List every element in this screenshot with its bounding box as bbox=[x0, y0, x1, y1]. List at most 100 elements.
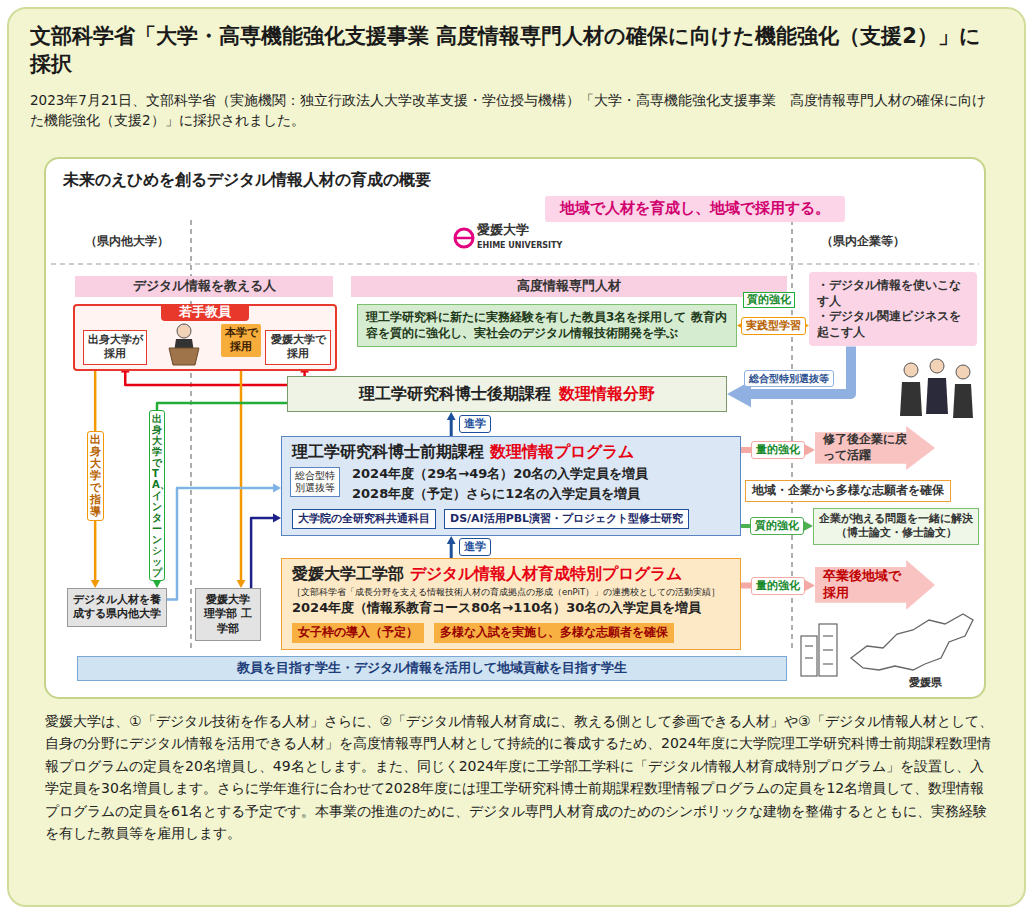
person-head bbox=[930, 359, 944, 373]
building-illustration bbox=[801, 624, 837, 676]
person-head bbox=[956, 365, 970, 379]
edge-label: 出身大学で指導 bbox=[87, 431, 104, 522]
logo-ring bbox=[455, 229, 473, 247]
node-text: 教員を目指す学生・デジタル情報を活用して地域貢献を目指す学生 bbox=[81, 660, 783, 677]
people-illustration bbox=[900, 359, 973, 418]
edge-label: 量的強化 bbox=[751, 441, 805, 459]
outcome-arrow: 修了後企業に戻って活躍 bbox=[815, 426, 935, 470]
window-line bbox=[805, 657, 813, 658]
outcome-arrow: 卒業後地域で採用 bbox=[815, 560, 935, 610]
policy-tag: 多様な入試を実施し、多様な志願者を確保 bbox=[434, 623, 674, 643]
master-box: 理工学研究科博士前期課程数理情報プログラム 2024年度（29名→49名）20名の… bbox=[281, 436, 741, 536]
hire-box: 愛媛大学で採用 bbox=[265, 330, 331, 365]
connector bbox=[450, 542, 453, 558]
arrowhead bbox=[273, 514, 281, 523]
node-text: DS/AI活用PBL演習・プロジェクト型修士研究 bbox=[450, 512, 683, 526]
node-text: （博士論文・修士論文） bbox=[817, 526, 975, 540]
node-text: デジタル情報を教える人 bbox=[77, 278, 331, 295]
note-box: 企業が抱える問題を一緒に解決（博士論文・修士論文） bbox=[813, 508, 979, 545]
logo-mark bbox=[455, 229, 473, 247]
young-faculty-box: 若手教員出身大学が採用本学で採用愛媛大学で採用 bbox=[73, 304, 337, 371]
note-label: 愛媛大学 bbox=[477, 222, 529, 239]
hire-tag: 本学で採用 bbox=[221, 324, 261, 357]
node-text: 2024年度（情報系教育コース80名→110名）30名の入学定員を増員 bbox=[292, 600, 730, 617]
arrowhead bbox=[447, 412, 456, 420]
arrowhead bbox=[447, 536, 456, 544]
connector bbox=[450, 418, 453, 436]
building bbox=[819, 624, 837, 676]
node-text: ・デジタル情報を使いこなす人 bbox=[817, 278, 969, 309]
person-body bbox=[953, 384, 973, 418]
doctoral-box: 理工学研究科博士後期課程数理情報分野 bbox=[287, 376, 727, 412]
overview-panel: 未来のえひめを創るデジタル情報人材の育成の概要地域で人材を育成し、地域で採用する… bbox=[45, 158, 985, 698]
admission-tag: 総合型特別選抜等 bbox=[290, 467, 340, 497]
node-text: 女子枠の導入（予定） bbox=[298, 625, 418, 641]
node-text: ・デジタル関連ビジネスを起こす人 bbox=[817, 309, 969, 340]
building bbox=[801, 636, 817, 676]
node-text: デジタル情報人材育成特別プログラム bbox=[410, 564, 682, 585]
node-text: 出身大学が採用 bbox=[87, 333, 143, 362]
slogan-banner: 地域で人材を育成し、地域で採用する。 bbox=[545, 196, 845, 222]
panel-art bbox=[45, 158, 985, 698]
person-body bbox=[926, 378, 948, 414]
connector bbox=[167, 488, 275, 600]
arrowhead bbox=[91, 580, 100, 588]
node-text: 高度情報専門人材 bbox=[353, 278, 785, 295]
note-box: 地域・企業から多様な志願者を確保 bbox=[745, 480, 951, 502]
policy-tag: 女子枠の導入（予定） bbox=[292, 623, 424, 643]
edge-label: 実践型学習 bbox=[741, 317, 806, 335]
target-box: ・デジタル情報を使いこなす人・デジタル関連ビジネスを起こす人 bbox=[809, 272, 977, 346]
note-label: （県内企業等） bbox=[821, 234, 905, 250]
node-text: 愛媛大学で採用 bbox=[269, 333, 327, 362]
undergrad-box: 愛媛大学工学部デジタル情報人材育成特別プログラム ［文部科学省「成長分野を支える情… bbox=[281, 558, 741, 650]
faculty-note-box: 理工学研究科に新たに実務経験を有した教員3名を採用して 教育内容を質的に強化し、… bbox=[357, 304, 737, 347]
arrowhead bbox=[153, 580, 162, 588]
arrowhead bbox=[273, 484, 281, 493]
university-box: 愛媛大学 理学部 工学部 bbox=[195, 588, 261, 641]
node-text: 大学院の全研究科共通科目 bbox=[298, 512, 430, 526]
column-header: デジタル情報を教える人 bbox=[75, 276, 333, 297]
node-text: ［文部科学省「成長分野を支える情報技術人材の育成拠点の形成（enPiT）」の連携… bbox=[292, 587, 730, 598]
person-body bbox=[900, 382, 922, 416]
node-text: 卒業後地域で採用 bbox=[823, 568, 909, 602]
node-text: 多様な入試を実施し、多様な志願者を確保 bbox=[440, 625, 668, 641]
note-label: EHIME UNIVERSITY bbox=[477, 241, 562, 251]
student-bar: 教員を目指す学生・デジタル情報を活用して地域貢献を目指す学生 bbox=[77, 656, 787, 681]
intro-text: 2023年7月21日、文部科学省（実施機関：独立行政法人大学改革支援・学位授与機… bbox=[30, 90, 995, 131]
connector bbox=[125, 370, 287, 385]
edge-label: 量的強化 bbox=[751, 577, 805, 595]
column-header: 高度情報専門人材 bbox=[351, 276, 787, 297]
node-text: 数理情報プログラム bbox=[490, 442, 634, 463]
course-tag: DS/AI活用PBL演習・プロジェクト型修士研究 bbox=[444, 509, 689, 529]
arrow-fill bbox=[815, 560, 935, 610]
edge-label: 進学 bbox=[459, 538, 491, 556]
window-line bbox=[823, 663, 833, 664]
edge-label: 総合型特別選抜等 bbox=[744, 370, 834, 387]
edge-label: 出身大学でTA、インターンシップ bbox=[149, 410, 165, 581]
caption-text: 愛媛大学は、①「デジタル技術を作る人材」さらに、②「デジタル情報人材育成に、教え… bbox=[45, 710, 995, 844]
node-text: 未来のえひめを創るデジタル情報人材の育成の概要 bbox=[63, 170, 967, 191]
arrowhead bbox=[237, 580, 246, 588]
university-box: デジタル人材を養成する県内他大学 bbox=[67, 588, 167, 627]
note-label: 質的強化 bbox=[743, 292, 795, 308]
course-tag: 大学院の全研究科共通科目 bbox=[292, 509, 436, 529]
card-ground bbox=[8, 8, 1025, 906]
edge-label: 質的強化 bbox=[750, 517, 804, 535]
node-text: 理工学研究科博士前期課程 bbox=[292, 442, 484, 463]
page-title: 文部科学省「大学・高専機能強化支援事業 高度情報専門人材の確保に向けた機能強化（… bbox=[30, 22, 1000, 79]
node-text: 2024年度（29名→49名）20名の入学定員を増員 bbox=[352, 466, 730, 483]
node-text: 修了後企業に戻って活躍 bbox=[823, 432, 909, 463]
node-text: 理工学研究科に新たに実務経験を有した教員3名を採用して 教育内容を質的に強化し、… bbox=[366, 310, 728, 341]
connector bbox=[240, 357, 243, 583]
connector bbox=[744, 346, 851, 394]
connector bbox=[251, 518, 275, 588]
window-line bbox=[823, 649, 833, 650]
window-line bbox=[805, 645, 813, 646]
node-text: 地域・企業から多様な志願者を確保 bbox=[752, 483, 944, 499]
ehime-map bbox=[851, 614, 973, 670]
node-text: 総合型特別選抜等 bbox=[293, 470, 337, 494]
node-text: 理工学研究科博士後期課程 bbox=[359, 384, 551, 405]
node-text: 愛媛大学工学部 bbox=[292, 564, 404, 585]
node-text: 愛媛大学 理学部 工学部 bbox=[199, 593, 257, 636]
